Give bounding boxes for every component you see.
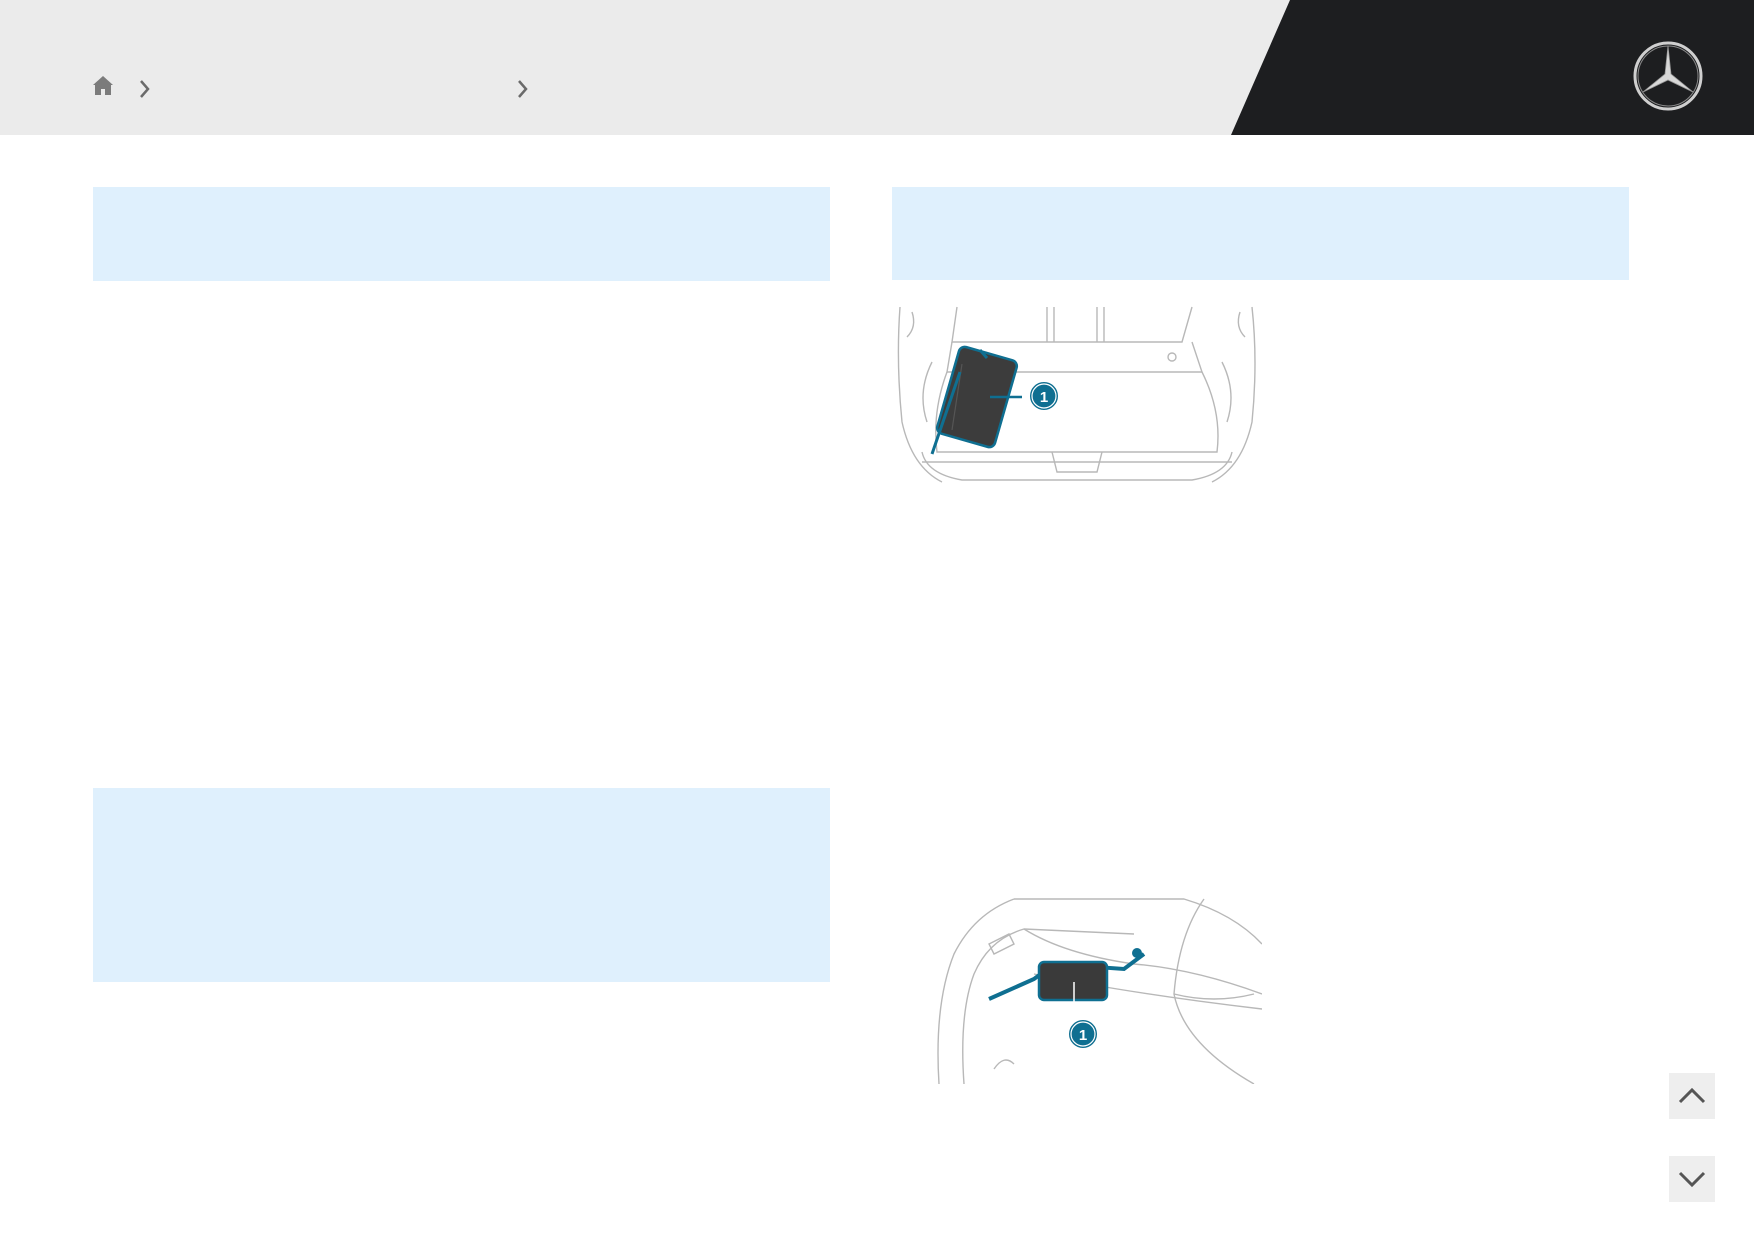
mercedes-star-logo-icon <box>1632 40 1704 112</box>
callout-number: 1 <box>1040 389 1048 406</box>
notice-box <box>93 788 830 982</box>
notice-box <box>93 187 830 281</box>
scroll-down-button[interactable] <box>1669 1156 1715 1202</box>
chevron-down-icon <box>1678 1171 1706 1188</box>
trunk-illustration: 1 <box>892 302 1262 492</box>
chevron-up-icon <box>1678 1087 1706 1104</box>
notice-box <box>892 187 1629 280</box>
chevron-right-icon <box>515 77 531 101</box>
trunk-side-illustration: 1 <box>934 894 1263 1085</box>
callout-number: 1 <box>1079 1027 1087 1044</box>
header-bar <box>0 0 1754 135</box>
header-dark-panel <box>1231 0 1754 135</box>
chevron-right-icon <box>137 77 153 101</box>
home-icon[interactable] <box>90 73 116 99</box>
scroll-up-button[interactable] <box>1669 1073 1715 1119</box>
